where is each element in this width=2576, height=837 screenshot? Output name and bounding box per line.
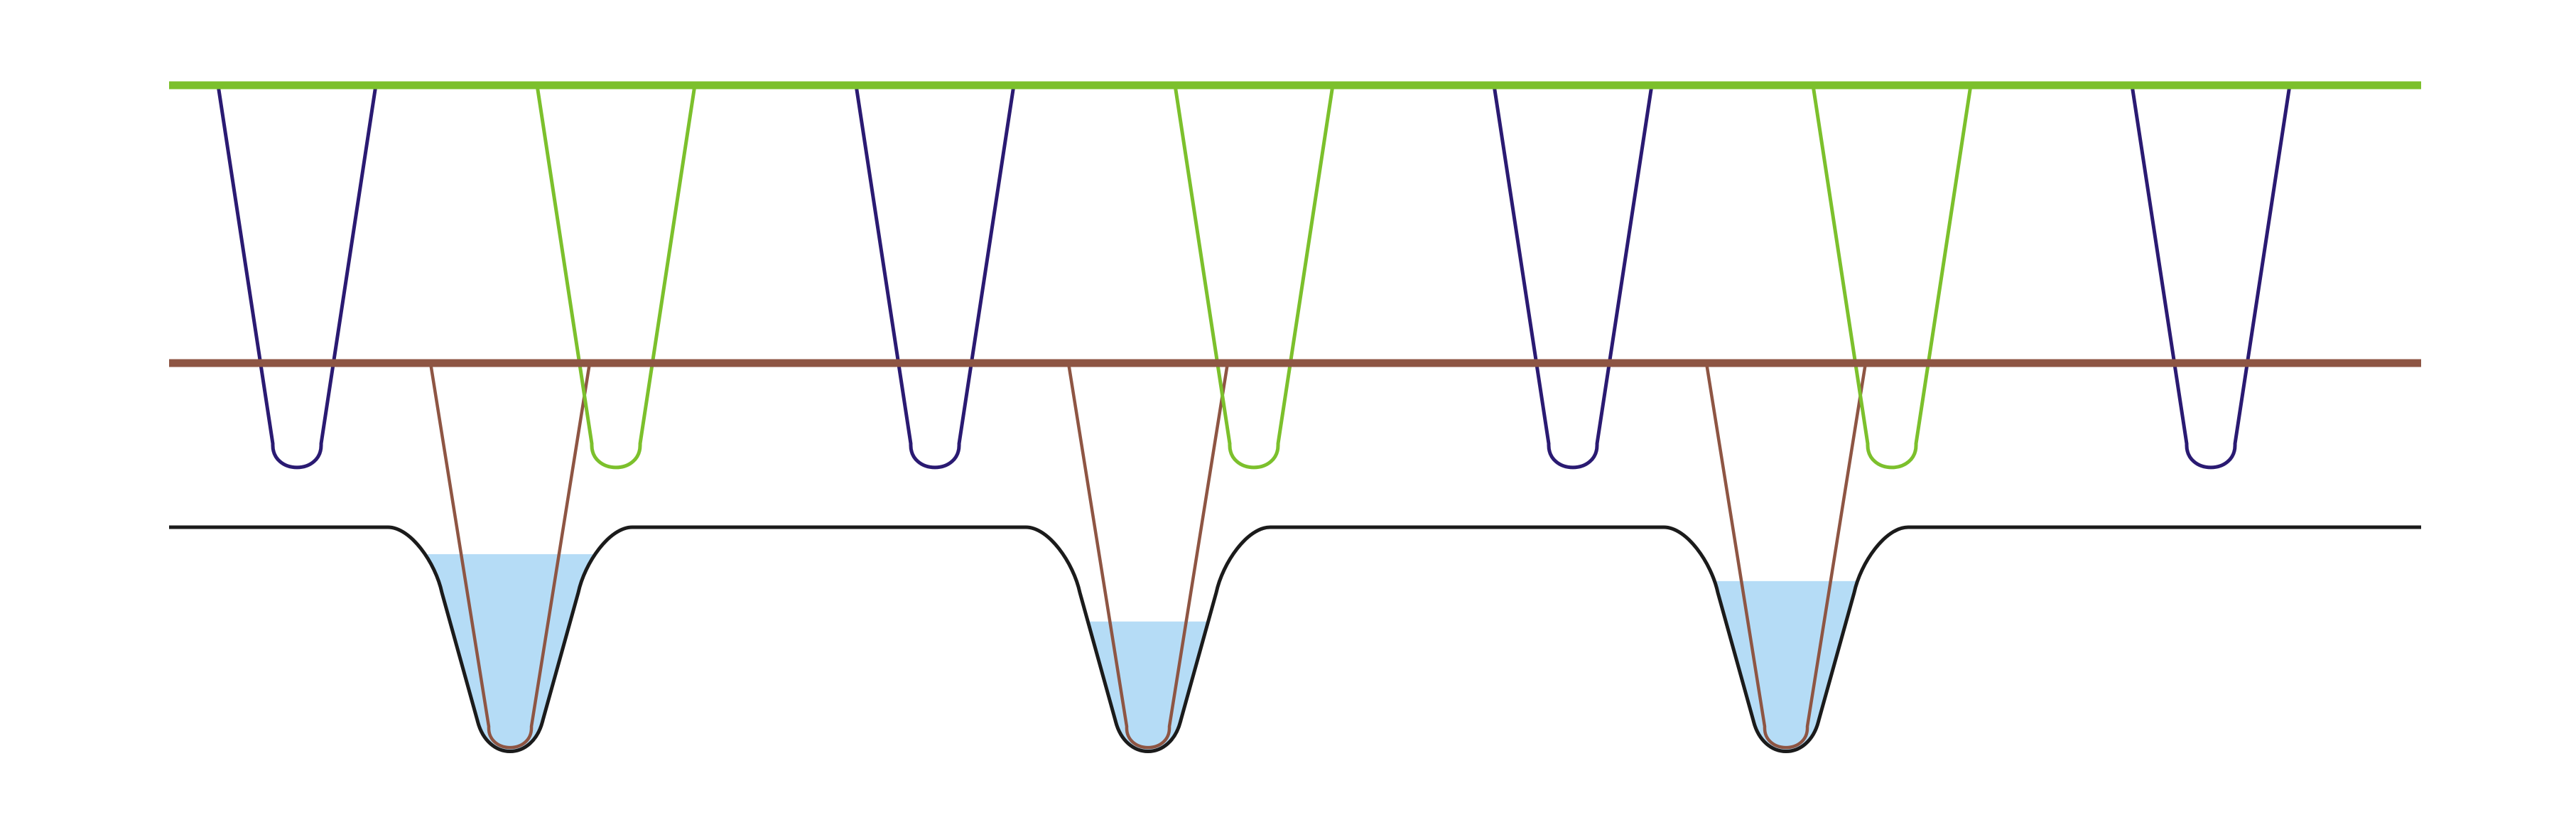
well-plate-outline [169, 525, 2421, 753]
top-row-tip [216, 85, 378, 470]
middle-row-tip [1704, 362, 1868, 750]
top-row-tips-group [216, 85, 2292, 470]
middle-row-tip [1066, 362, 1230, 750]
rails-group [169, 81, 2421, 367]
top-row-tip [1173, 85, 1335, 470]
top-row-tip [854, 85, 1016, 470]
middle-row-tips-group [428, 362, 1868, 750]
well-plate-group [169, 525, 2421, 753]
top-row-tip [1811, 85, 1973, 470]
top-row-tip [1492, 85, 1654, 470]
top-row-tip [2130, 85, 2292, 470]
top-row-tip [535, 85, 697, 470]
middle-row-tip [428, 362, 592, 750]
